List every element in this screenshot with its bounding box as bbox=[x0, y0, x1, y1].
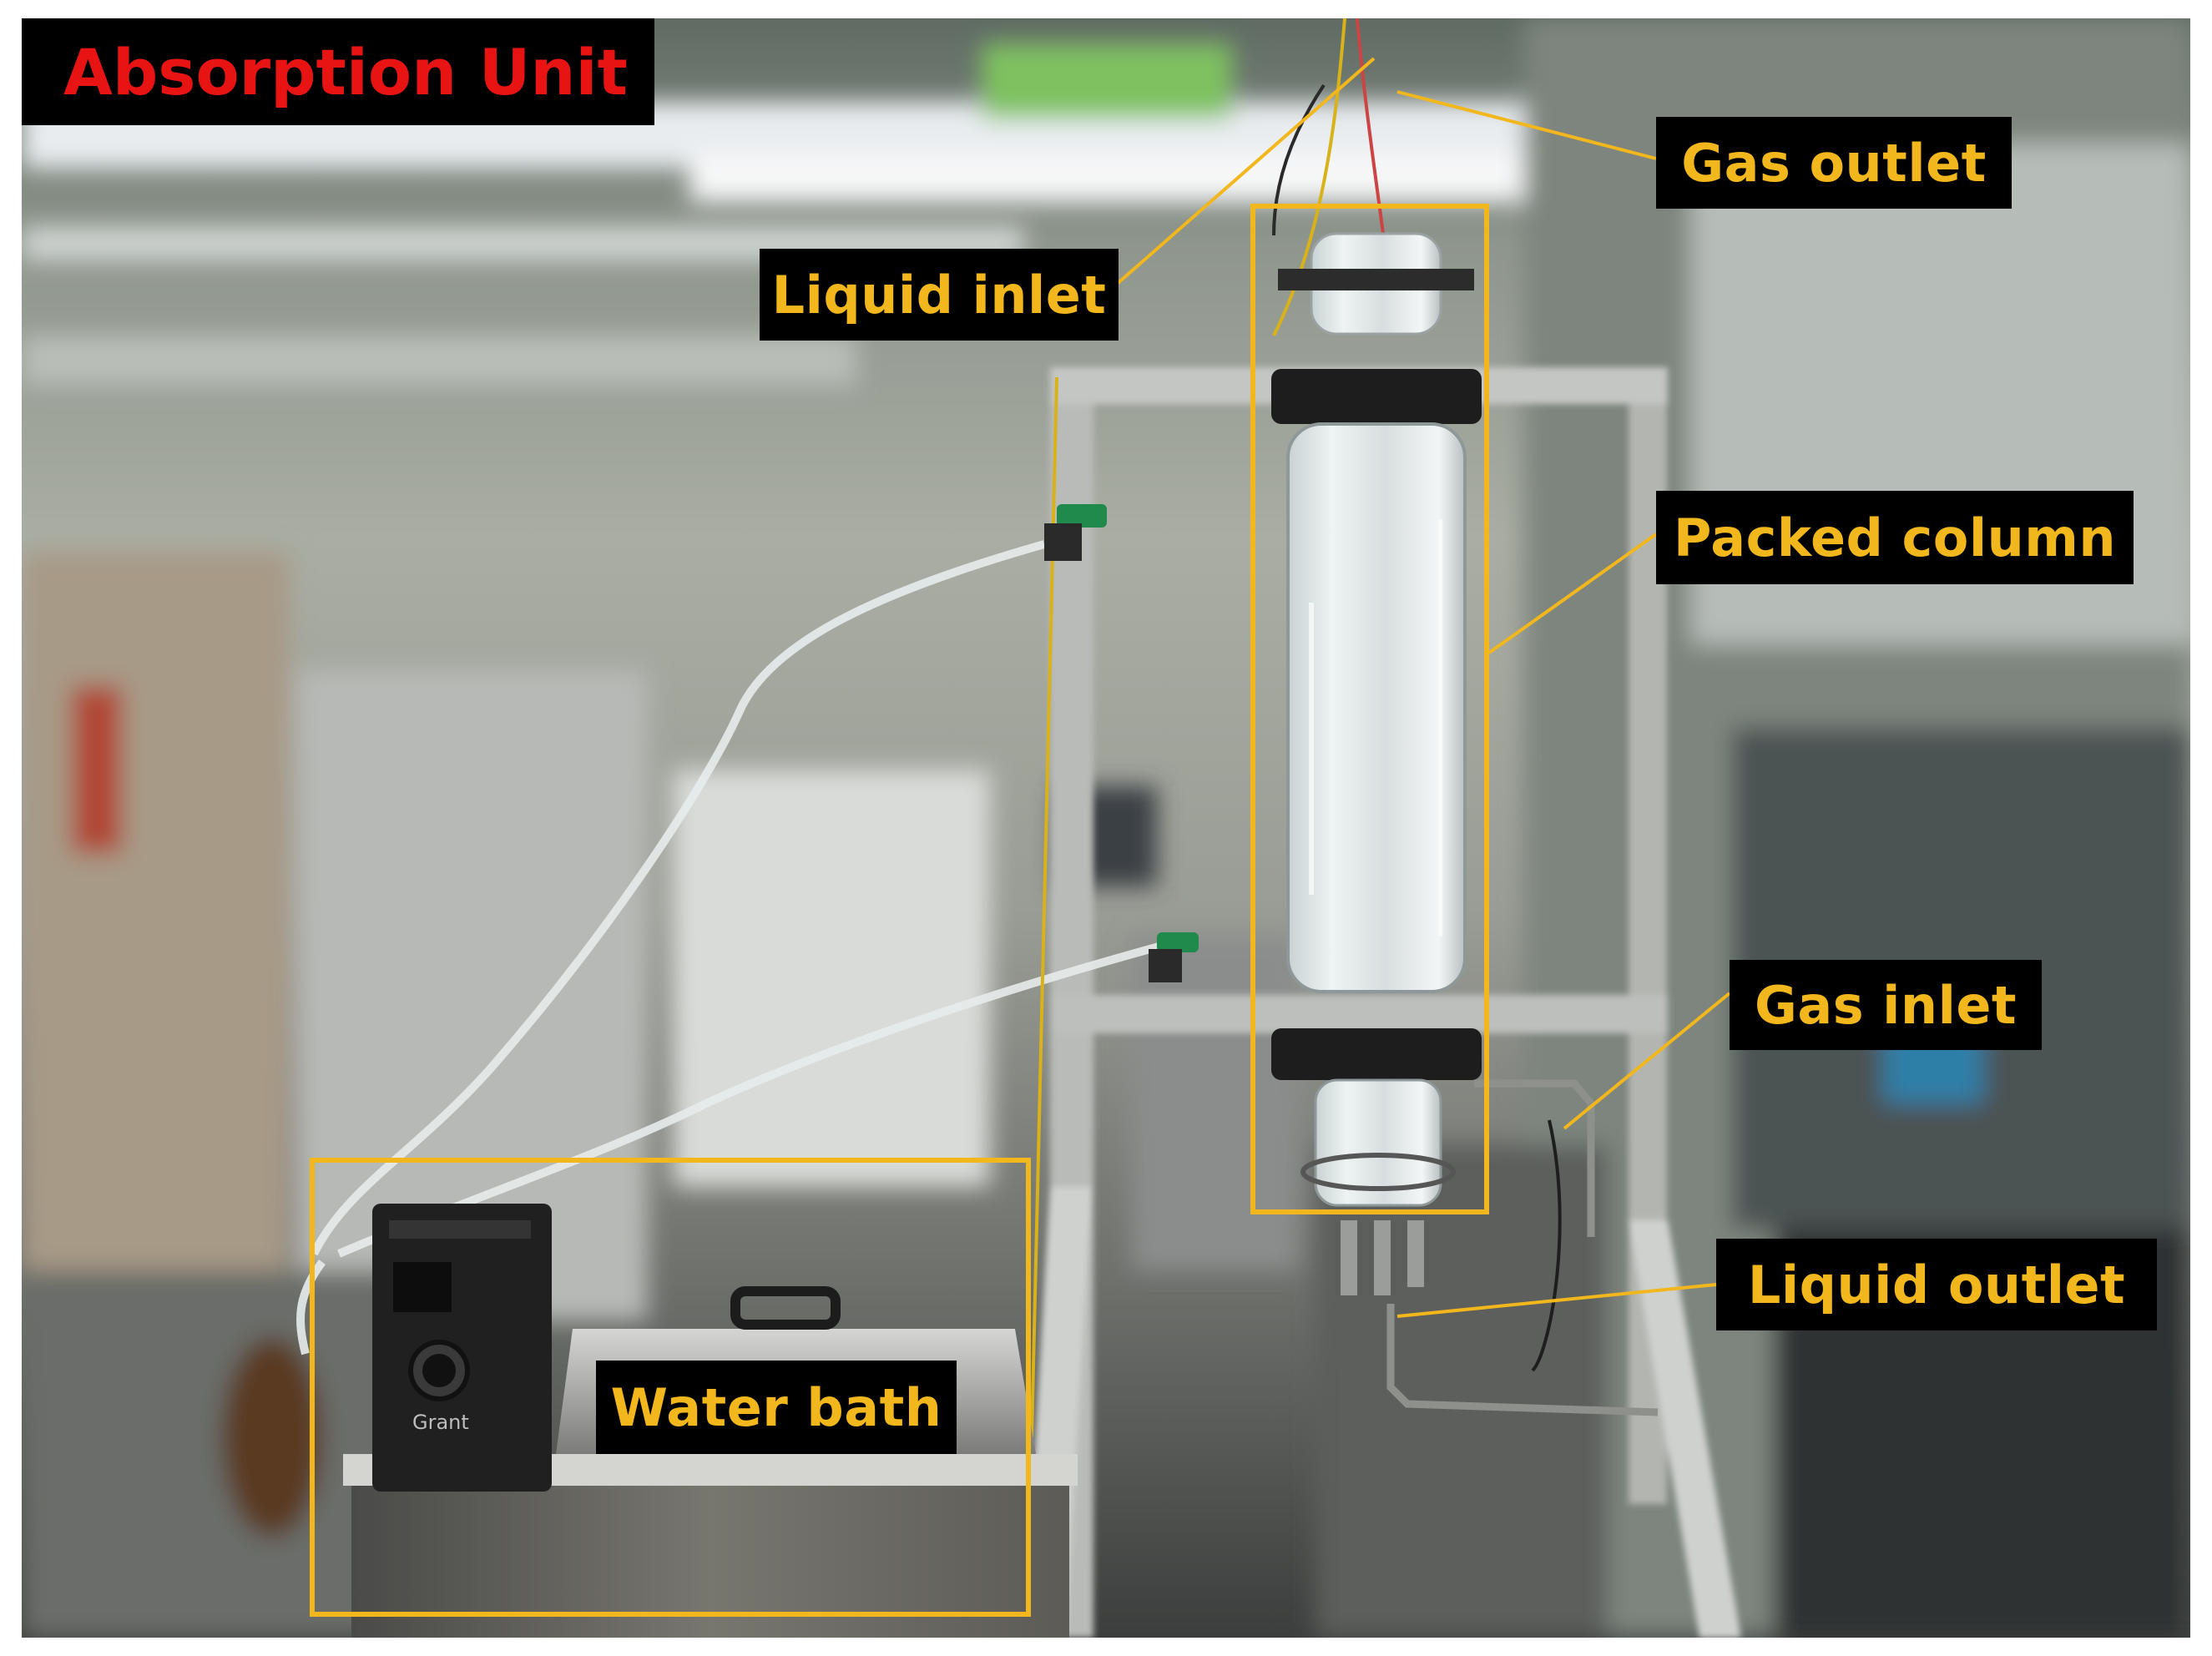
water-bath-highlight-box bbox=[310, 1158, 1031, 1617]
packed-column-label: Packed column bbox=[1656, 491, 2134, 584]
liquid-inlet-callout-line bbox=[1114, 57, 1376, 287]
gas-outlet-callout-line bbox=[1396, 90, 1657, 160]
valves bbox=[1044, 504, 1199, 982]
gas-inlet-label: Gas inlet bbox=[1730, 960, 2042, 1050]
gas-inlet-pipe bbox=[1386, 1079, 1659, 1416]
packed-column-highlight-box bbox=[1250, 204, 1489, 1214]
packed-column-callout-line bbox=[1487, 533, 1658, 654]
liquid-outlet-callout-line bbox=[1396, 1283, 1717, 1318]
gas-outlet-label: Gas outlet bbox=[1656, 117, 2012, 209]
tubing bbox=[296, 540, 1167, 1356]
annotation-layer bbox=[310, 57, 1731, 1617]
liquid-outlet-label: Liquid outlet bbox=[1716, 1239, 2157, 1330]
water-bath-label: Water bath bbox=[596, 1361, 957, 1454]
packed-column-glass bbox=[1271, 232, 1482, 1295]
liquid-inlet-label: Liquid inlet bbox=[760, 249, 1119, 341]
gas-inlet-callout-line bbox=[1563, 992, 1731, 1130]
figure-title: Absorption Unit bbox=[22, 18, 654, 125]
grant-brand-text: Grant bbox=[412, 1411, 469, 1434]
photo-frame: Absorption Unit Gas outlet Liquid inlet … bbox=[22, 18, 2190, 1638]
support-frame bbox=[1023, 367, 1741, 1638]
